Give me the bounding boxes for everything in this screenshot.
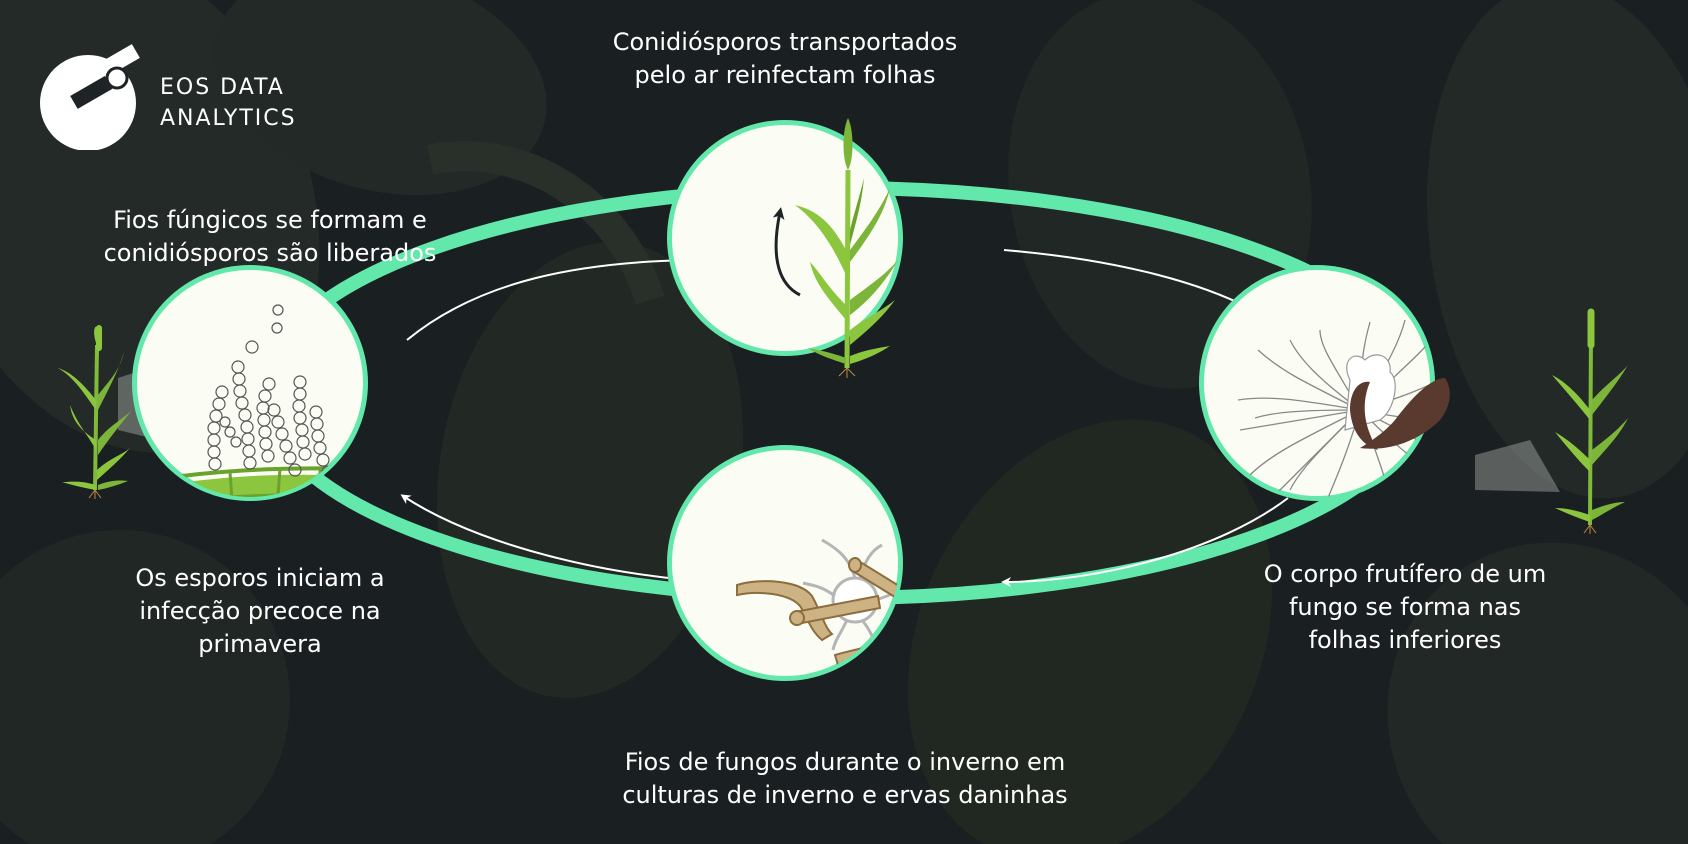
right-wheat-plant xyxy=(1475,308,1628,534)
satellite-logo-icon xyxy=(40,44,140,151)
label-line: infecção precoce na xyxy=(139,597,381,625)
stage-label-airborne-conidia: Conidiósporos transportados pelo ar rein… xyxy=(585,26,985,92)
label-line: Fios fúngicos se formam e xyxy=(113,206,427,234)
stage-label-conidia-release: Fios fúngicos se formam e conidiósporos … xyxy=(60,204,480,270)
label-line: pelo ar reinfectam folhas xyxy=(634,61,936,89)
brand-line-2: ANALYTICS xyxy=(160,106,297,131)
stage-label-overwintering-hyphae: Fios de fungos durante o inverno em cult… xyxy=(565,746,1125,812)
label-line: fungo se forma nas xyxy=(1288,593,1522,621)
arrow-bottom-to-left xyxy=(400,494,689,581)
circle-fruiting-body xyxy=(1199,265,1450,501)
label-line: folhas inferiores xyxy=(1308,626,1502,654)
circle-fungal-threads xyxy=(667,445,903,681)
circle-wheat-plant xyxy=(667,118,903,378)
brand-line-1: EOS DATA xyxy=(160,75,285,100)
label-line: culturas de inverno e ervas daninhas xyxy=(622,781,1068,809)
label-line: primavera xyxy=(198,630,322,658)
stage-label-spring-infection: Os esporos iniciam a infecção precoce na… xyxy=(95,562,425,661)
brand-name: EOS DATA ANALYTICS xyxy=(160,72,297,134)
label-line: Os esporos iniciam a xyxy=(135,564,385,592)
circle-spore-chains xyxy=(132,265,368,501)
arrow-left-to-top xyxy=(406,255,695,341)
arrow-right-to-bottom xyxy=(1001,497,1289,587)
eos-logo: EOS DATA ANALYTICS xyxy=(38,40,368,151)
stage-label-fruiting-body: O corpo frutífero de um fungo se forma n… xyxy=(1235,558,1575,657)
label-line: Fios de fungos durante o inverno em xyxy=(624,748,1066,776)
label-line: O corpo frutífero de um xyxy=(1263,560,1547,588)
label-line: Conidiósporos transportados xyxy=(612,28,958,56)
label-line: conidiósporos são liberados xyxy=(103,239,437,267)
